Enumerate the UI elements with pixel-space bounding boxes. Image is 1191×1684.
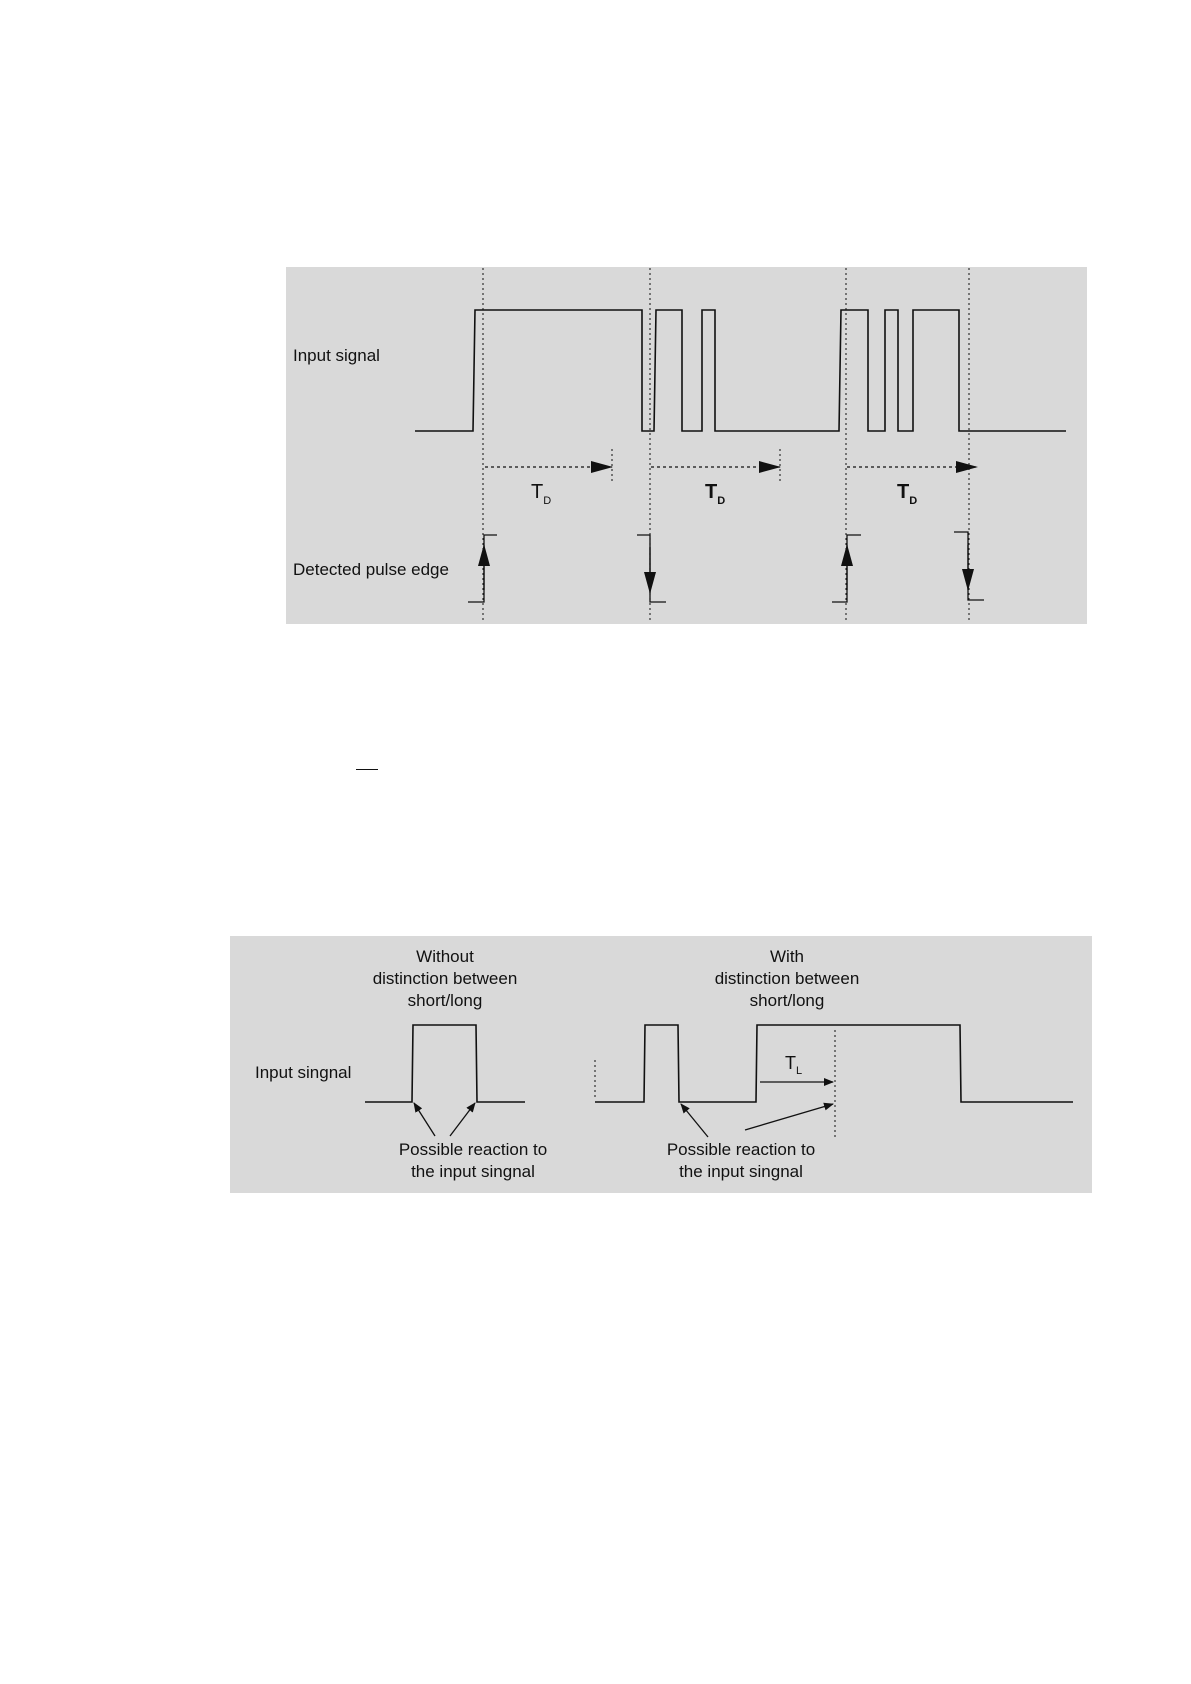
without-heading: Without — [416, 947, 474, 966]
reaction-arrow — [414, 1103, 435, 1136]
reaction-caption: the input singnal — [411, 1162, 535, 1181]
input-signal-waveform — [595, 1025, 1073, 1102]
input-signal-label: Input singnal — [255, 1063, 351, 1082]
reaction-caption: Possible reaction to — [399, 1140, 547, 1159]
input-signal-waveform — [365, 1025, 525, 1102]
without-heading: short/long — [408, 991, 483, 1010]
with-heading: short/long — [750, 991, 825, 1010]
reaction-arrow — [745, 1104, 833, 1130]
reaction-caption: Possible reaction to — [667, 1140, 815, 1159]
with-heading: With — [770, 947, 804, 966]
with-heading: distinction between — [715, 969, 860, 988]
reaction-arrow — [681, 1104, 708, 1137]
reaction-caption: the input singnal — [679, 1162, 803, 1181]
without-heading: distinction between — [373, 969, 518, 988]
reaction-arrow — [450, 1103, 475, 1136]
tl-label: TL — [785, 1053, 802, 1077]
